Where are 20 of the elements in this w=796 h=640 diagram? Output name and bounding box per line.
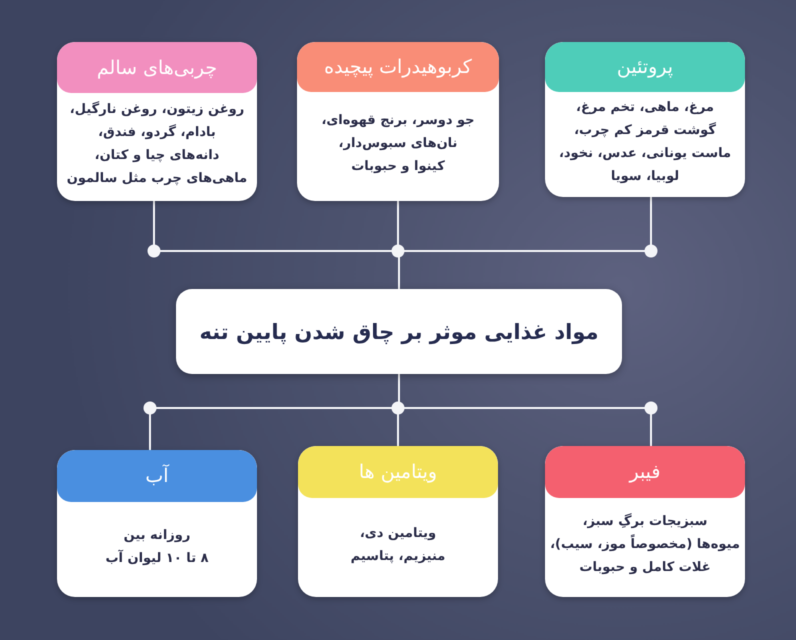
- card-text: روزانه بین ۸ تا ۱۰ لیوان آب: [105, 528, 209, 566]
- category-card: [57, 450, 257, 597]
- card-text: روغن زیتون، روغن نارگیل، بادام، گردو، فندق، دانه‌های چیا و کتان، ماهی‌های چرب مثل سالمون: [66, 102, 248, 186]
- category-card: [57, 42, 257, 201]
- card-heading: فیبر: [629, 461, 661, 483]
- card-heading: آب: [145, 465, 169, 487]
- card-heading: ویتامین ها: [358, 461, 438, 483]
- category-card: [545, 446, 745, 597]
- topic-box: [176, 289, 622, 374]
- category-card: [297, 42, 499, 201]
- topic-text: مواد غذایی موثر بر چاق شدن پایین تنه: [199, 320, 598, 344]
- card-heading: کربوهیدرات پیچیده: [324, 56, 472, 78]
- card-heading: چربی‌های سالم: [96, 56, 218, 78]
- category-card: [298, 446, 498, 597]
- card-text: جو دوسر، برنج قهوه‌ای، نان‌های سبوس‌دار، کینوا و حبوبات: [321, 113, 475, 174]
- card-text: سبزیجات برگِ سبز، میوه‌ها (مخصوصاً موز، سیب)، غلات کامل و حبوبات: [550, 514, 740, 575]
- card-heading: پروتئین: [616, 56, 674, 78]
- category-card: [545, 42, 745, 197]
- card-text: ویتامین دی، منیزیم، پتاسیم: [350, 526, 446, 564]
- card-text: مرغ، ماهی، تخم مرغ، گوشت قرمز کم چرب، ماست یونانی، عدس، نخود، لوبیا، سویا: [558, 100, 732, 184]
